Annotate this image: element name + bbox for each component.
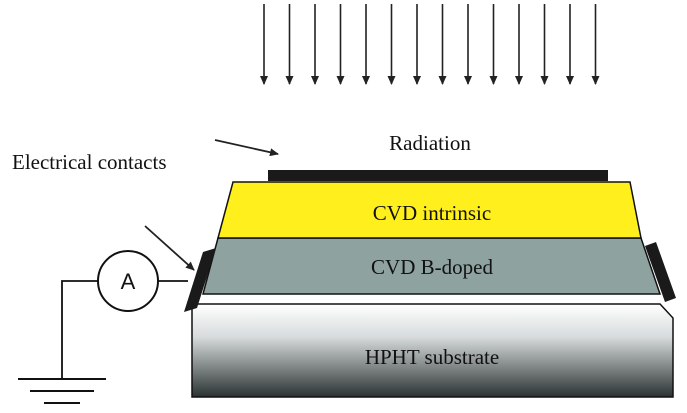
ammeter-label: A [121,269,136,294]
ground-symbol-icon [18,378,106,404]
cvd-intrinsic-layer [217,181,642,239]
ammeter-circle [97,250,159,312]
cvd-intrinsic-label: CVD intrinsic [373,201,491,225]
radiation-arrows [260,4,600,85]
radiation-label: Radiation [389,131,471,155]
left-side-contact [184,248,216,312]
top-electrical-contact [268,170,608,181]
hpht-substrate-label: HPHT substrate [365,345,499,369]
electrical-contacts-label: Electrical contacts [12,150,167,174]
hpht-substrate-layer [191,303,674,398]
cvd-bdoped-label: CVD B-doped [371,255,493,279]
side-contact-pointer-arrow [144,225,195,271]
ground-wire [61,280,98,378]
top-contact-pointer-arrow [214,139,279,157]
right-side-contact [645,242,676,302]
